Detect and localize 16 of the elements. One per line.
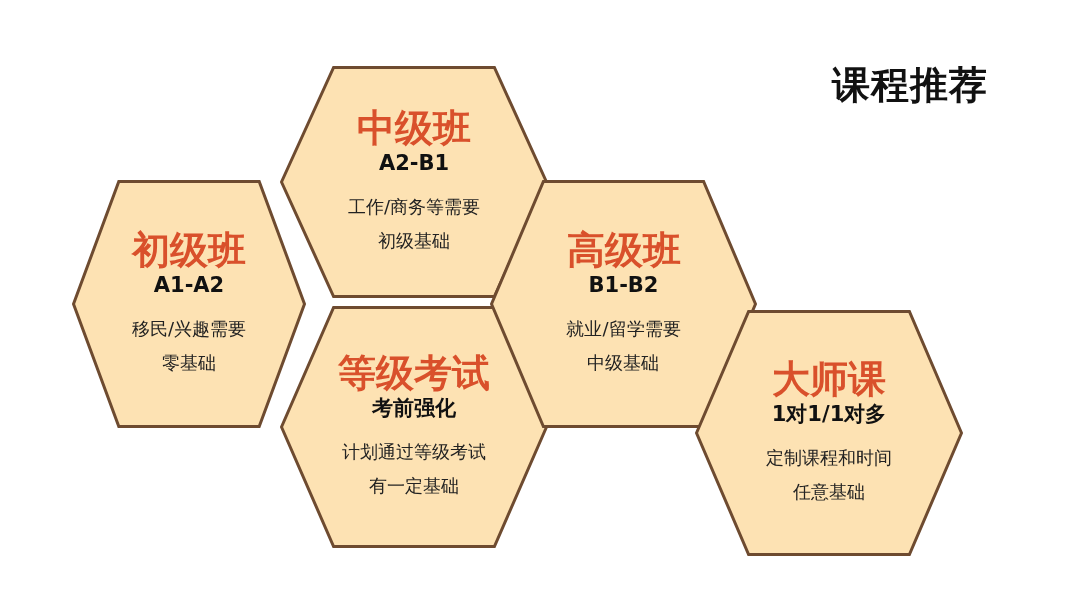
course-description: 移民/兴趣需要零基础 xyxy=(130,317,248,375)
course-title: 等级考试 xyxy=(338,351,490,395)
course-title: 初级班 xyxy=(132,228,246,272)
title: 课程推荐 xyxy=(832,62,988,109)
level-label: 考前强化 xyxy=(372,395,456,421)
course-title: 大师课 xyxy=(772,357,886,401)
course-description: 定制课程和时间任意基础 xyxy=(765,446,893,504)
course-description: 计划通过等级考试有一定基础 xyxy=(341,440,487,498)
level-label: A2-B1 xyxy=(378,150,450,176)
level-label: A1-A2 xyxy=(153,272,225,298)
course-description: 工作/商务等需要初级基础 xyxy=(346,195,482,253)
course-description: 就业/留学需要中级基础 xyxy=(565,317,682,375)
level-label: 1对1/1对多 xyxy=(771,401,887,427)
course-title: 中级班 xyxy=(357,106,471,150)
course-title: 高级班 xyxy=(566,228,681,272)
level-label: B1-B2 xyxy=(588,272,659,298)
